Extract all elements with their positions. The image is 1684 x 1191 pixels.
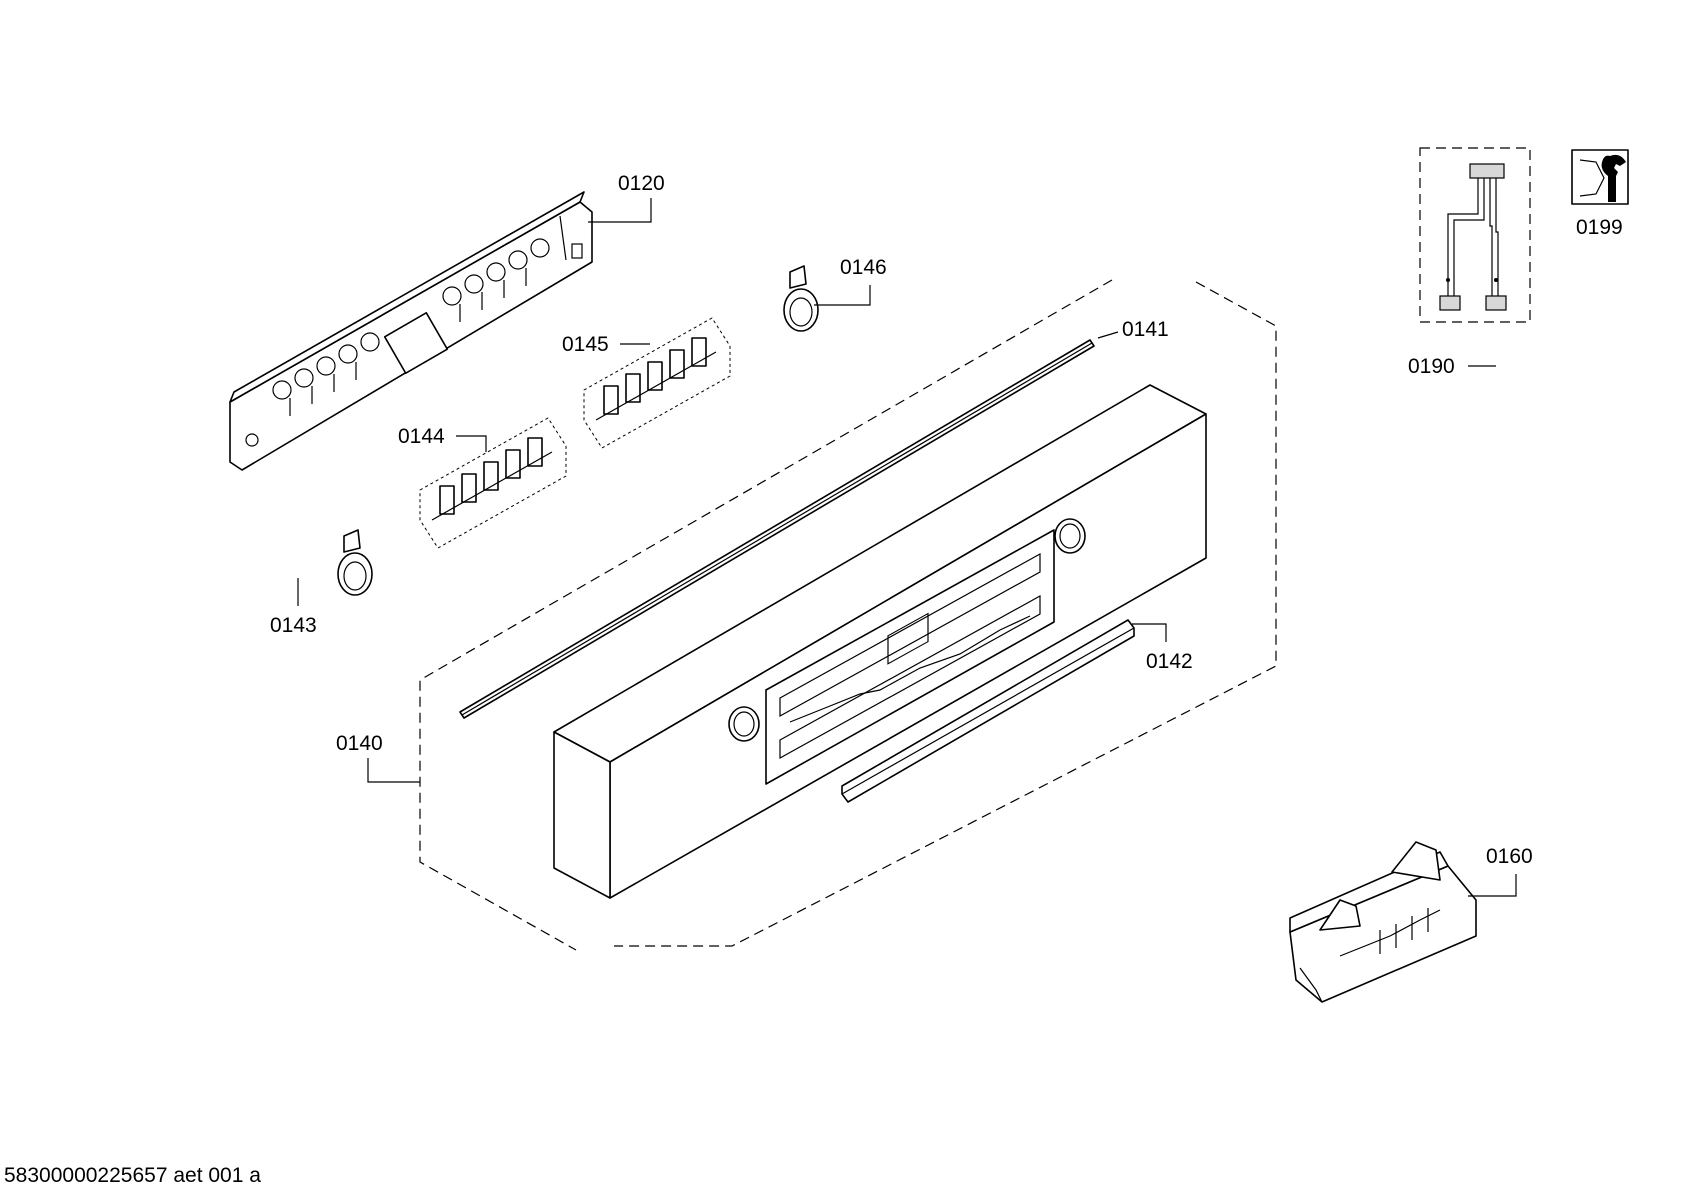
leader-0140 (367, 758, 420, 783)
leader-0160 (1468, 874, 1517, 897)
label-0142: 0142 (1146, 650, 1193, 673)
label-0146: 0146 (840, 256, 887, 279)
part-0142-strip[interactable] (841, 619, 1135, 803)
wiring-harness-icon (1439, 163, 1507, 311)
leader-0120 (588, 198, 652, 223)
label-0140: 0140 (336, 732, 383, 755)
leader-0142 (1132, 623, 1167, 642)
part-0190-wiring-harness[interactable] (1419, 147, 1531, 323)
label-0160: 0160 (1486, 845, 1533, 868)
part-0140-fascia-assembly[interactable] (419, 279, 1277, 951)
label-0144: 0144 (398, 425, 445, 448)
wrench-service-icon (1579, 154, 1626, 202)
leader-0141 (1097, 331, 1119, 339)
part-0141-strip[interactable] (459, 339, 1095, 719)
document-id: 58300000225657 aet 001 a (4, 1164, 261, 1187)
label-0141: 0141 (1122, 318, 1169, 341)
label-0120: 0120 (618, 172, 665, 195)
part-0199-service[interactable] (1571, 149, 1629, 205)
part-0145-button-block[interactable] (583, 317, 731, 449)
label-0143: 0143 (270, 614, 317, 637)
part-0144-button-block[interactable] (419, 417, 567, 549)
part-0160-bracket[interactable] (1289, 841, 1477, 1003)
part-0143-knob[interactable] (337, 529, 373, 596)
leader-0146 (814, 285, 871, 306)
label-0199: 0199 (1576, 216, 1623, 239)
part-0120-control-board[interactable] (229, 191, 593, 471)
label-0190: 0190 (1408, 355, 1455, 378)
leader-0144 (456, 435, 487, 452)
label-0145: 0145 (562, 333, 609, 356)
part-0146-knob[interactable] (783, 265, 819, 332)
